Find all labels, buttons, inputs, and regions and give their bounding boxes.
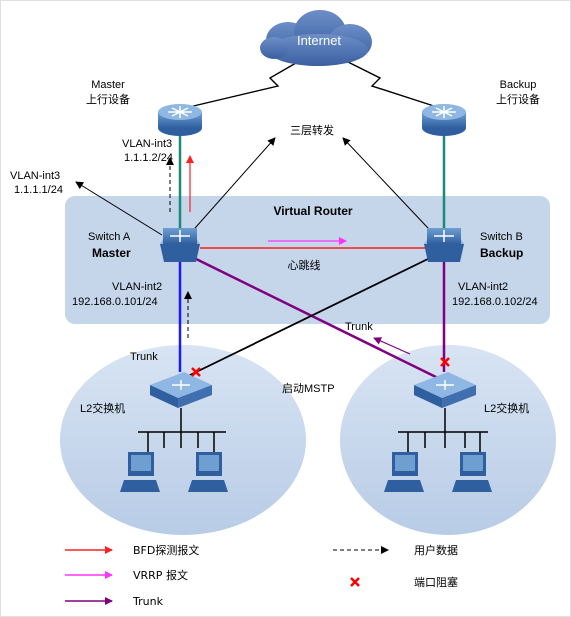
trunk-left-label: Trunk [130,351,158,363]
l3-switch-icon [160,228,200,262]
switch-b-vlan: VLAN-int2 [458,281,508,293]
cloud-icon [260,10,372,66]
block-x-icon [191,367,201,377]
l2-switch-icon [150,372,212,408]
vlan-int3-arrow [75,181,163,236]
left-lan-wiring [138,408,226,452]
legend-port-block-label: 端口阻塞 [414,575,458,589]
switch-a-to-l2-right [189,254,439,380]
l3-arrow-right [342,137,445,246]
internet-label: Internet [297,33,341,48]
switch-a-ip: 192.168.0.101/24 [72,296,158,308]
master-vlan-label: VLAN-int3 [122,138,172,150]
l2-right-label: L2交换机 [484,401,529,415]
l2-switch-icon [414,372,476,408]
switch-b-name: Switch B [480,231,523,243]
pc-icon [452,452,492,492]
legend-block-x-icon [350,577,360,587]
mstp-label: 启动MSTP [282,382,335,395]
layer3-forwarding-label: 三层转发 [290,123,334,137]
legend-vrrp-label: VRRP 报文 [133,568,188,582]
l3-switch-icon [424,228,464,262]
pc-icon [120,452,160,492]
backup-router-role: Backup [500,79,537,91]
switch-b-role: Backup [480,246,523,260]
right-lan-wiring [398,408,488,452]
master-router-role: Master [91,79,125,91]
heartbeat-label: 心跳线 [288,258,321,272]
trunk-arrow [373,337,411,355]
switch-a-uplink-ip: 1.1.1.1/24 [14,184,63,196]
l3-arrow-left [179,137,276,246]
switch-b-ip: 192.168.0.102/24 [452,296,538,308]
master-router-desc: 上行设备 [86,92,130,106]
trunk-right-label: Trunk [345,321,373,333]
l2-left-label: L2交换机 [80,401,125,415]
switch-a-uplink-vlan: VLAN-int3 [10,170,60,182]
router-icon [158,104,202,136]
block-x-icon [440,357,450,367]
virtual-router-title: Virtual Router [273,204,352,218]
pc-icon [384,452,424,492]
master-ip-label: 1.1.1.2/24 [124,152,173,164]
legend-bfd-label: BFD探测报文 [133,543,199,557]
router-icon [422,104,466,136]
switch-a-vlan: VLAN-int2 [112,281,162,293]
switch-a-role: Master [92,246,131,260]
switch-a-name: Switch A [88,231,131,243]
pc-icon [188,452,228,492]
internet-link-master [184,55,309,109]
legend-trunk-label: Trunk [132,595,164,608]
backup-router-desc: 上行设备 [496,92,540,106]
internet-link-backup [335,55,441,109]
switch-b-to-l2-left [187,255,435,377]
legend-user-data-label: 用户数据 [414,543,458,557]
